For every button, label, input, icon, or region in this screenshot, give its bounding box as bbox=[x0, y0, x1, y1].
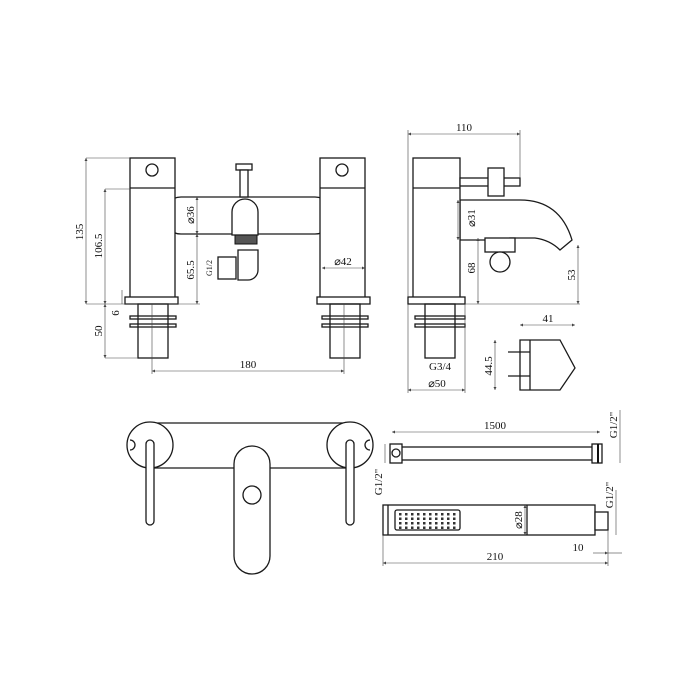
thread-g12-handset: G1/2" bbox=[604, 482, 616, 509]
spray-nozzle bbox=[429, 522, 432, 525]
dim-36: ⌀36 bbox=[185, 206, 197, 224]
dim-65-5: 65.5 bbox=[185, 260, 197, 280]
dim-44-5: 44.5 bbox=[483, 356, 495, 376]
handle-indicator-right bbox=[335, 163, 349, 177]
spray-nozzle bbox=[411, 522, 414, 525]
spray-nozzle bbox=[447, 513, 450, 516]
dim-28: ⌀28 bbox=[513, 511, 525, 529]
spray-nozzle bbox=[453, 513, 456, 516]
dim-68: 68 bbox=[466, 262, 478, 274]
thread-g12: G1/2 bbox=[205, 260, 214, 276]
spray-nozzle bbox=[423, 513, 426, 516]
spray-nozzle bbox=[453, 522, 456, 525]
thread-g12-left: G1/2" bbox=[373, 469, 385, 496]
spray-nozzle bbox=[429, 526, 432, 529]
spray-nozzle bbox=[435, 517, 438, 520]
spray-nozzle bbox=[423, 526, 426, 529]
dim-135: 135 bbox=[74, 223, 86, 240]
spray-nozzle bbox=[417, 517, 420, 520]
dim-31: ⌀31 bbox=[466, 209, 478, 227]
handset: ⌀28 G1/2" 10 210 bbox=[382, 482, 622, 566]
spray-nozzle bbox=[405, 517, 408, 520]
spray-nozzle bbox=[453, 526, 456, 529]
spray-nozzle bbox=[423, 522, 426, 525]
dim-1500: 1500 bbox=[484, 420, 507, 432]
spray-nozzle bbox=[453, 517, 456, 520]
spray-nozzle bbox=[411, 526, 414, 529]
side-view: 110 ⌀31 68 53 G3/4 ⌀50 bbox=[407, 122, 580, 393]
thread-g12-right: G1/2" bbox=[608, 412, 620, 439]
dim-106-5: 106.5 bbox=[93, 233, 105, 258]
spray-nozzle bbox=[435, 522, 438, 525]
spray-nozzle bbox=[447, 526, 450, 529]
spray-nozzle bbox=[423, 517, 426, 520]
spray-nozzle bbox=[429, 513, 432, 516]
handle-indicator-left bbox=[145, 163, 159, 177]
right-body bbox=[319, 157, 366, 299]
dim-10: 10 bbox=[573, 542, 585, 554]
spray-nozzle bbox=[417, 522, 420, 525]
spray-nozzle bbox=[399, 513, 402, 516]
hose: 1500 G1/2" G1/2" bbox=[373, 410, 621, 496]
spray-nozzle bbox=[417, 513, 420, 516]
aerator bbox=[234, 234, 258, 245]
spray-nozzle bbox=[399, 522, 402, 525]
diverter-cap bbox=[235, 163, 253, 171]
spray-nozzle bbox=[399, 517, 402, 520]
wall-mixer-front bbox=[126, 421, 374, 575]
spray-nozzle bbox=[405, 522, 408, 525]
spray-nozzle bbox=[441, 513, 444, 516]
spray-nozzle bbox=[411, 517, 414, 520]
spray-nozzle bbox=[399, 526, 402, 529]
dim-6: 6 bbox=[110, 310, 122, 316]
spray-nozzle bbox=[405, 513, 408, 516]
spray-nozzle bbox=[441, 522, 444, 525]
spray-nozzle bbox=[441, 526, 444, 529]
dim-42: ⌀42 bbox=[334, 256, 352, 268]
spray-nozzle bbox=[429, 517, 432, 520]
spray-nozzle bbox=[405, 526, 408, 529]
spray-nozzle bbox=[435, 526, 438, 529]
front-view: 135 106.5 ⌀36 65.5 G1/2 ⌀42 6 50 180 bbox=[74, 157, 371, 374]
dim-53: 53 bbox=[566, 269, 578, 281]
dim-50: 50 bbox=[93, 325, 105, 337]
spray-nozzle bbox=[435, 513, 438, 516]
spray-nozzle bbox=[411, 513, 414, 516]
left-body bbox=[129, 157, 176, 299]
dim-210: 210 bbox=[487, 551, 504, 563]
spray-nozzle bbox=[447, 517, 450, 520]
diverter-body bbox=[231, 198, 259, 236]
spray-nozzle bbox=[417, 526, 420, 529]
dim-50-base: ⌀50 bbox=[428, 378, 446, 390]
dim-41: 41 bbox=[543, 313, 554, 325]
dim-180: 180 bbox=[240, 359, 257, 371]
spray-nozzle bbox=[447, 522, 450, 525]
dim-110: 110 bbox=[456, 122, 473, 134]
spray-nozzle bbox=[441, 517, 444, 520]
wall-bracket: 41 44.5 bbox=[483, 313, 576, 391]
thread-g34: G3/4 bbox=[429, 361, 452, 373]
